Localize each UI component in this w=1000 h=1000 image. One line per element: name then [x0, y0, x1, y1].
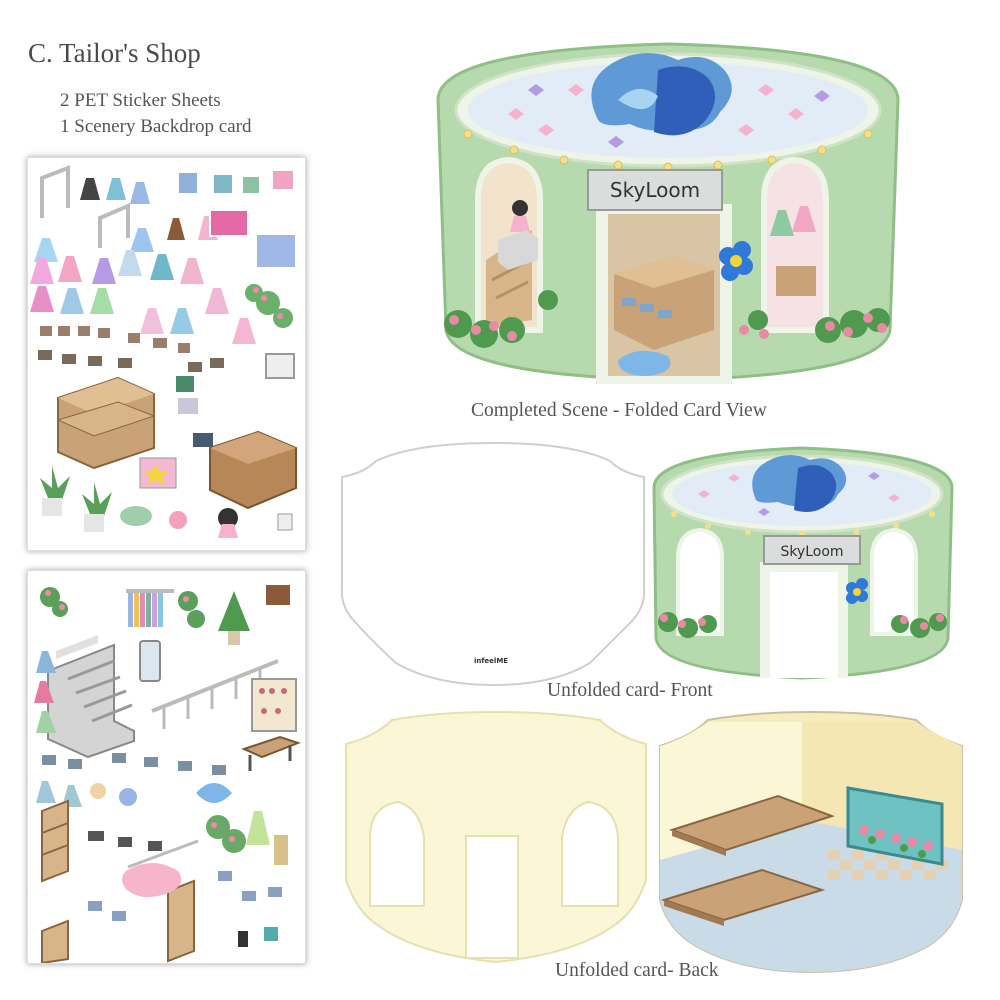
- backdrop-card-count: 1 Scenery Backdrop card: [60, 116, 252, 137]
- page-title: C. Tailor's Shop: [28, 38, 201, 68]
- sticker-sheet-2: [27, 570, 306, 964]
- unfolded-card-back-room: [659, 710, 963, 974]
- front-shop-sign-text: SkyLoom: [780, 544, 843, 560]
- butterfly-cloud-sculpture: [591, 53, 732, 136]
- sticker-sheet-1-illustration: [30, 165, 297, 538]
- room-window: [846, 786, 944, 866]
- blue-flower-ornament: [719, 241, 753, 281]
- unfolded-card-back-cream: [345, 710, 647, 964]
- sticker-sheet-2-illustration: [34, 585, 301, 963]
- completed-scene-card: SkyLoom: [436, 42, 900, 384]
- right-window: [761, 156, 829, 333]
- card-brand-logo: infeelME: [474, 657, 509, 665]
- unfolded-card-front-shop: SkyLoom: [652, 446, 954, 680]
- sticker-sheets-count: 2 PET Sticker Sheets: [60, 90, 221, 111]
- caption-unfolded-front: Unfolded card- Front: [547, 680, 713, 701]
- caption-unfolded-back: Unfolded card- Back: [555, 960, 719, 981]
- shop-sign: [587, 169, 723, 211]
- shop-sign-text: SkyLoom: [610, 178, 700, 202]
- caption-completed-scene: Completed Scene - Folded Card View: [471, 400, 767, 421]
- flower-beds: [444, 290, 890, 348]
- room-shelf-bottom: [660, 868, 826, 922]
- sticker-sheet-1: [27, 157, 306, 551]
- unfolded-card-white: [340, 441, 646, 687]
- room-shelf-top: [668, 794, 836, 852]
